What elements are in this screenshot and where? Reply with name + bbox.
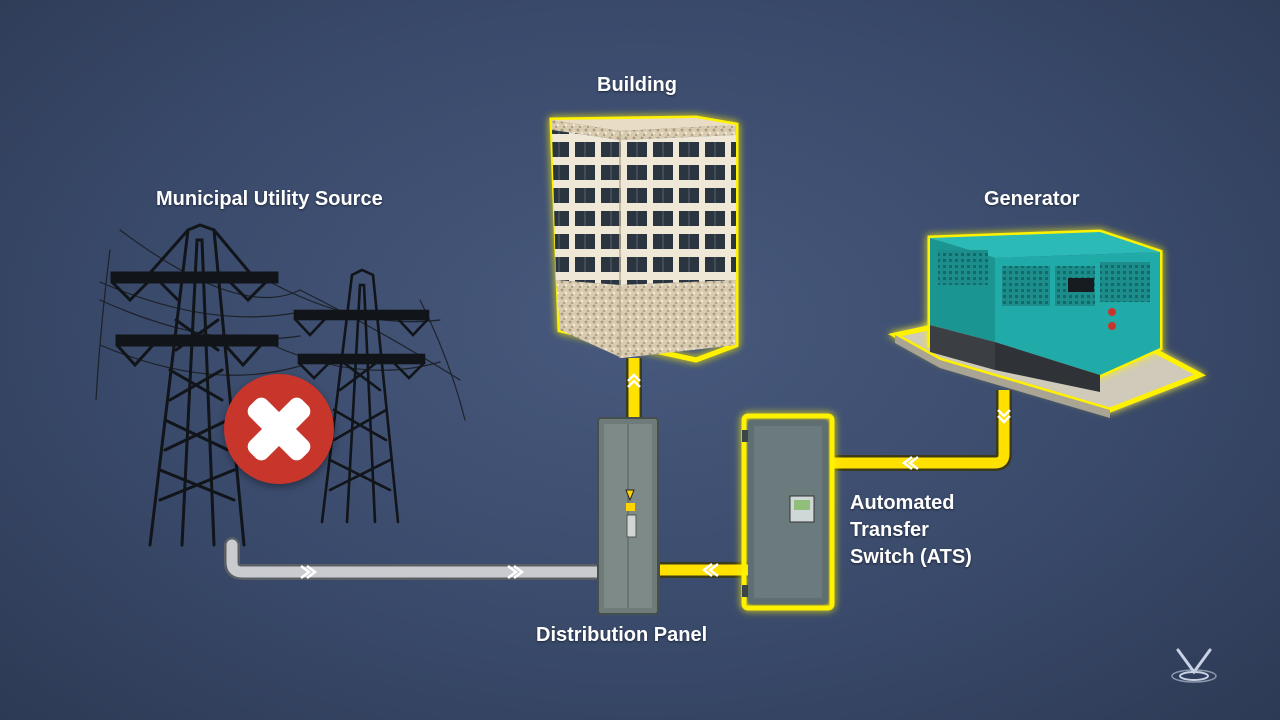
ats-label-line-1: Automated — [850, 492, 955, 514]
ats-label-line-3: Switch (ATS) — [850, 546, 972, 568]
utility-wire — [224, 537, 608, 580]
distribution-panel-icon — [597, 417, 659, 615]
brand-logo-icon — [1171, 648, 1217, 683]
distribution-panel-label: Distribution Panel — [536, 624, 708, 646]
active-wires — [626, 358, 1012, 578]
transfer-switch-icon — [741, 413, 835, 611]
x-failure-icon — [224, 374, 334, 484]
municipal-utility-label: Municipal Utility Source — [156, 188, 383, 210]
building-label: Building — [597, 74, 677, 96]
generator-icon — [887, 229, 1206, 418]
building-icon — [549, 115, 739, 363]
ats-label-line-2: Transfer — [850, 519, 929, 541]
power-tower-icon — [95, 223, 466, 547]
ats-label: Automated Transfer Switch (ATS) — [850, 490, 1000, 571]
generator-label: Generator — [984, 188, 1080, 210]
